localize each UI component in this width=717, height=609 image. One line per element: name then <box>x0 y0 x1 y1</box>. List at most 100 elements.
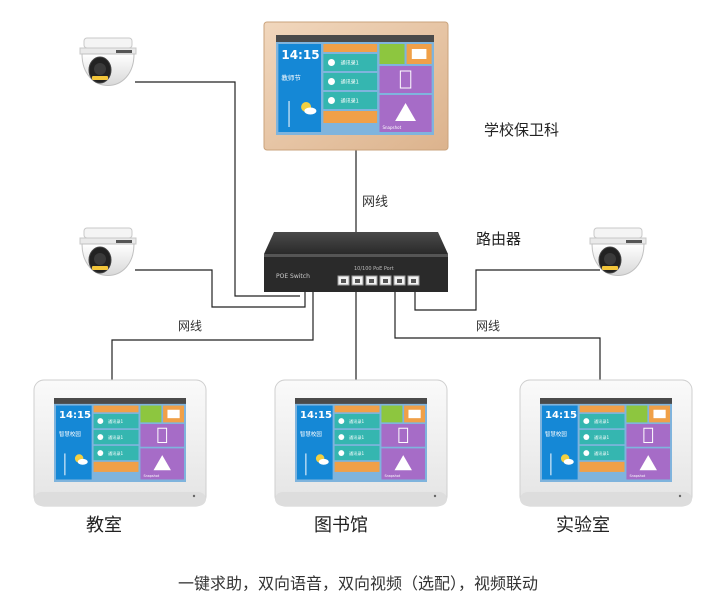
label-cable-left: 网线 <box>178 319 202 333</box>
contact-tile-2 <box>334 429 380 445</box>
phone-tile <box>626 424 671 447</box>
panel-base <box>34 492 206 506</box>
switch-port-socket <box>355 279 360 283</box>
phone-icon <box>643 427 654 444</box>
cloud-icon <box>563 458 574 465</box>
contact-label: 通讯录1 <box>349 434 365 441</box>
contact-label: 通讯录1 <box>108 450 124 457</box>
screen-notice: 教师节 <box>281 73 301 82</box>
cloud-icon <box>77 458 88 465</box>
lock-tile <box>140 405 162 423</box>
scroll-down-tile <box>93 461 139 472</box>
scroll-down-tile <box>323 111 378 123</box>
screen-time: 14:15 <box>300 410 332 421</box>
switch-port-socket <box>383 279 388 283</box>
contact-tile-2 <box>579 429 625 445</box>
switch-ports <box>337 275 420 286</box>
contact-label: 通讯录1 <box>594 434 610 441</box>
camera-top-left <box>79 37 137 86</box>
screen-notice: 智慧校园 <box>545 430 567 438</box>
user-icon <box>97 434 104 440</box>
contact-tile-1 <box>323 54 378 71</box>
label-router: 路由器 <box>476 230 521 248</box>
switch-port-socket <box>341 279 346 283</box>
phone-icon <box>157 427 168 444</box>
contact-tile-3 <box>334 445 380 461</box>
label-security-office: 学校保卫科 <box>484 121 559 139</box>
user-icon <box>338 450 345 456</box>
camera-mount <box>83 227 133 239</box>
camera-logo <box>116 50 132 53</box>
camera-mount <box>83 37 133 49</box>
caption: 一键求助，双向语音，双向视频（选配），视频联动 <box>178 574 538 593</box>
switch-model-label: POE Switch <box>276 273 310 280</box>
screen-notice: 智慧校园 <box>59 430 81 438</box>
switch-port-socket <box>411 279 416 283</box>
user-icon <box>338 434 345 440</box>
user-icon <box>97 418 104 425</box>
switch-port-socket <box>397 279 402 283</box>
camera-led <box>92 76 108 80</box>
contact-tile-3 <box>93 445 139 461</box>
label-cable-right: 网线 <box>476 319 500 333</box>
panel-base <box>275 492 447 506</box>
screen-left-tile <box>296 405 333 480</box>
user-icon <box>97 450 104 456</box>
user-icon <box>583 418 590 425</box>
scroll-up-tile <box>579 405 625 413</box>
label-classroom: 教室 <box>86 515 122 536</box>
camera-mid-left <box>79 227 137 276</box>
camera-mount <box>593 227 643 239</box>
camera-right <box>589 227 647 276</box>
scroll-down-tile <box>334 461 380 472</box>
user-icon <box>338 418 345 425</box>
contact-label: 通讯录1 <box>341 98 359 105</box>
snapshot-label: Snapshot <box>382 125 401 130</box>
screen-statusbar <box>295 398 427 404</box>
snapshot-label: Snapshot <box>629 474 645 478</box>
screen-time: 14:15 <box>281 48 319 62</box>
screen-left-tile <box>278 44 322 132</box>
scroll-up-tile <box>334 405 380 413</box>
line-camera-top-left <box>135 81 300 297</box>
screen-left-tile <box>55 405 92 480</box>
user-icon <box>327 59 335 66</box>
contact-tile-1 <box>579 413 625 429</box>
scroll-down-tile <box>579 461 625 472</box>
line-panel-right <box>394 290 601 380</box>
snapshot-icon <box>639 455 657 471</box>
connection-lines <box>111 81 601 380</box>
contact-tile-2 <box>323 73 378 90</box>
contact-label: 通讯录1 <box>341 79 359 86</box>
screen-statusbar <box>54 398 186 404</box>
camera-lens <box>604 253 616 265</box>
camera-led <box>92 266 108 270</box>
screen-statusbar <box>540 398 672 404</box>
envelope-icon <box>653 409 666 419</box>
user-icon <box>327 97 335 104</box>
screen-notice: 智慧校园 <box>300 430 322 438</box>
cloud-icon <box>304 107 317 115</box>
panel-indicator <box>433 494 437 498</box>
snapshot-label: Snapshot <box>143 474 159 478</box>
contact-label: 通讯录1 <box>108 434 124 441</box>
contact-tile-2 <box>93 429 139 445</box>
label-library: 图书馆 <box>314 515 368 536</box>
contact-tile-3 <box>579 445 625 461</box>
lock-tile <box>626 405 648 423</box>
scroll-up-tile <box>323 44 378 52</box>
snapshot-icon <box>153 455 171 471</box>
phone-icon <box>399 70 412 89</box>
envelope-icon <box>167 409 180 419</box>
envelope-icon <box>408 409 421 419</box>
line-panel-left <box>111 290 314 380</box>
panel-indicator <box>192 494 196 498</box>
scroll-up-tile <box>93 405 139 413</box>
camera-logo <box>116 240 132 243</box>
